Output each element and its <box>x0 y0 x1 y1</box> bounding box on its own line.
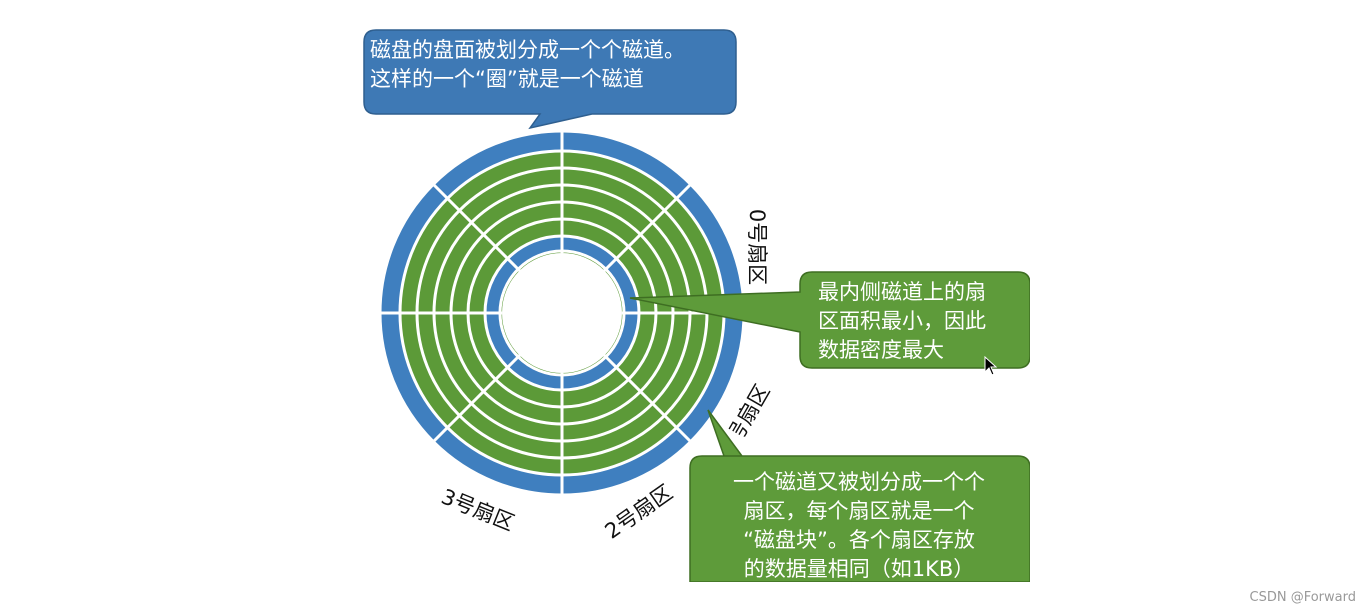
watermark: CSDN @Forward <box>1249 590 1356 605</box>
callout-track <box>363 29 737 130</box>
callout-sector <box>689 409 1030 582</box>
mouse-cursor-icon <box>984 356 998 376</box>
callout-inner <box>629 271 1030 369</box>
callout-track-text: 磁盘的盘面被划分成一个个磁道。 这样的一个“圈”就是一个磁道 <box>370 38 685 91</box>
sector-label-0: 0号扇区 <box>745 208 770 286</box>
spindle-hole <box>502 253 622 373</box>
disk-diagram <box>363 29 1030 582</box>
callout-inner-text: 最内侧磁道上的扇 区面积最小，因此 数据密度最大 <box>818 280 986 362</box>
disk-diagram-slide: 磁盘的盘面被划分成一个个磁道。 这样的一个“圈”就是一个磁道 最内侧磁道上的扇 … <box>362 10 1030 582</box>
callout-sector-text: 一个磁道又被划分成一个个 扇区，每个扇区就是一个 “磁盘块”。各个扇区存放 的数… <box>733 470 985 581</box>
